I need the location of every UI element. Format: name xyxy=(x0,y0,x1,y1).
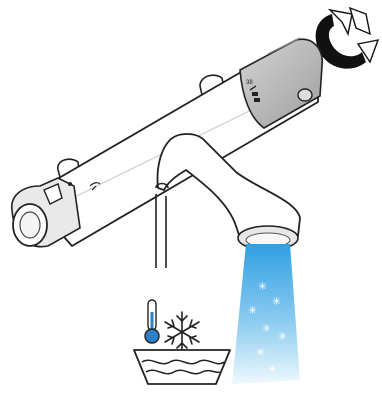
rotate-arrow-icon xyxy=(316,8,378,69)
svg-text:38: 38 xyxy=(246,80,253,86)
svg-text:✳: ✳ xyxy=(278,330,287,343)
water-basin-icon xyxy=(134,350,230,384)
svg-text:✳: ✳ xyxy=(268,364,276,375)
temperature-handle: 38 xyxy=(240,38,322,128)
cold-water-stream-icon: ✳ ✳ ✳ ✳ ✳ ✳ ✳ xyxy=(232,244,300,384)
snowflake-icon xyxy=(165,312,199,352)
svg-text:✳: ✳ xyxy=(262,322,271,335)
svg-text:✳: ✳ xyxy=(272,295,281,308)
svg-text:✳: ✳ xyxy=(256,346,265,359)
svg-text:✳: ✳ xyxy=(258,280,267,293)
svg-text:✳: ✳ xyxy=(248,304,257,317)
thermometer-icon xyxy=(145,300,159,343)
